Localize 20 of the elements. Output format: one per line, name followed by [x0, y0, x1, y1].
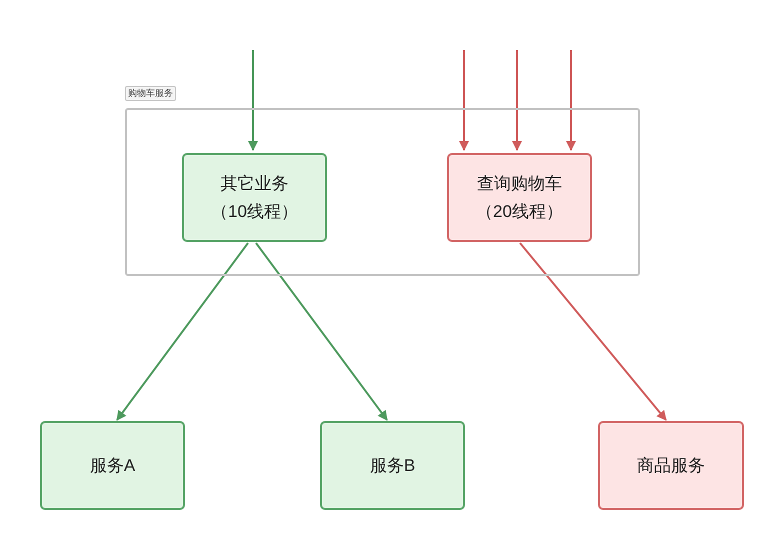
node-text: （20线程） — [476, 200, 563, 222]
arrow — [566, 50, 576, 151]
process-box — [40, 421, 185, 510]
node-text: 商品服务 — [637, 454, 705, 476]
process-box — [598, 421, 744, 510]
node-text: 服务A — [90, 454, 136, 476]
process-box — [320, 421, 465, 510]
arrow — [248, 50, 258, 151]
arrow — [116, 242, 249, 421]
node-text: 其它业务 — [220, 172, 288, 194]
arrow — [512, 50, 522, 151]
arrow — [459, 50, 469, 151]
arrow — [255, 242, 388, 421]
process-box — [182, 153, 327, 242]
process-box — [447, 153, 592, 242]
node-text: 查询购物车 — [477, 172, 562, 194]
node-text: 服务B — [370, 454, 416, 476]
group-label: 购物车服务 — [125, 86, 176, 101]
node-text: （10线程） — [211, 200, 298, 222]
arrow — [519, 242, 667, 421]
